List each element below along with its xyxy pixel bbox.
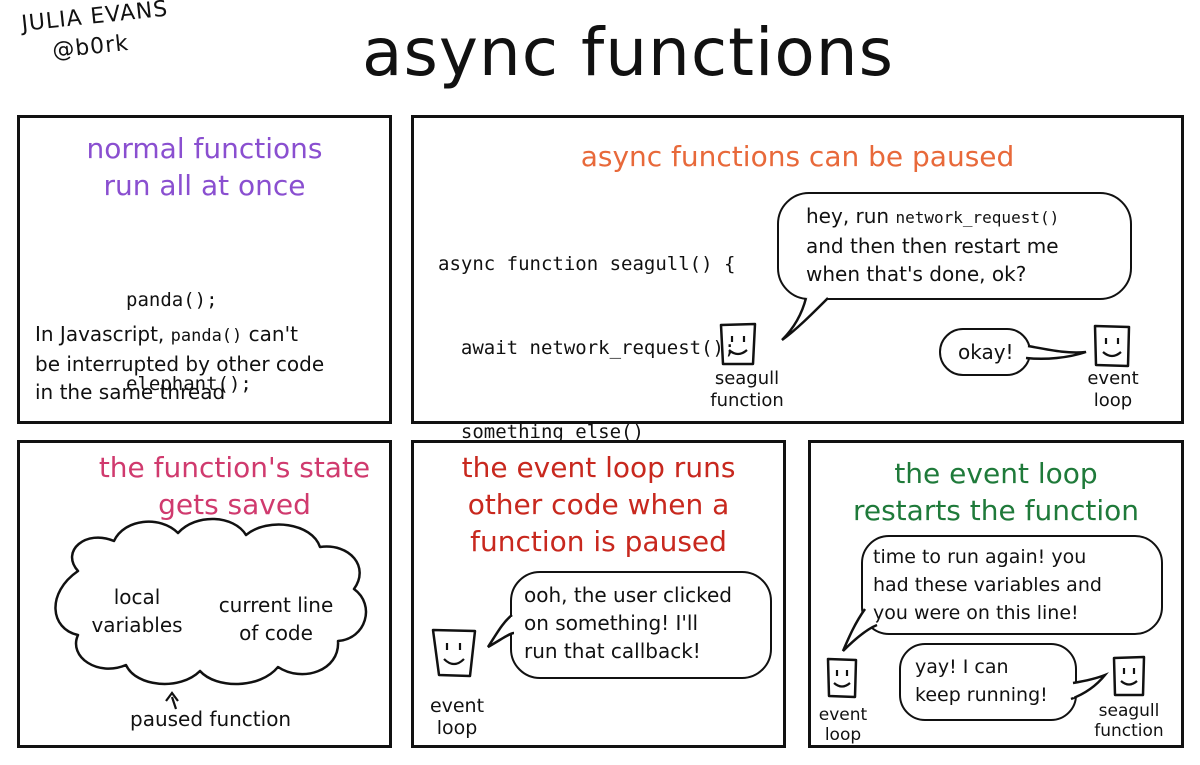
cloud-local-line-1: local (113, 585, 161, 609)
yay-line-1: yay! I can (915, 656, 1009, 678)
panel-normal-functions: normal functions run all at once panda()… (17, 115, 392, 424)
panel-state-title: the function's state gets saved (20, 449, 389, 523)
code-line-3: something_else() (438, 421, 644, 443)
speech-bubble-event-loop-text: ooh, the user clicked on something! I'll… (524, 581, 732, 665)
panel-restart-title-line-1: the event loop (894, 457, 1098, 490)
code-line-panda: panda(); (126, 289, 218, 311)
panel-normal-text-line-1: In Javascript, panda() can't (35, 320, 385, 350)
bubble-line-1: ooh, the user clicked (524, 583, 732, 607)
paused-function-caption: paused function (130, 707, 292, 731)
bubble-line-1: hey, run network_request() (806, 202, 1059, 232)
speech-bubble-time-to-run (861, 535, 1163, 635)
bubble-line-3: when that's done, ok? (806, 262, 1027, 286)
okay-text: okay! (958, 340, 1014, 364)
event-loop-face-icon (826, 657, 858, 699)
event-loop-caption: event loop (424, 695, 490, 739)
panel-normal-text-line-2: be interrupted by other code (35, 352, 325, 376)
event-loop-face-icon (431, 628, 477, 678)
panel-state-title-line-1: the function's state (98, 451, 371, 484)
seagull-caption-line-2: function (1094, 721, 1164, 741)
panel-runs-title-line-3: function is paused (470, 525, 727, 558)
speech-bubble-seagull (777, 192, 1132, 300)
code-line-2: await network_request(); (438, 337, 736, 359)
event-loop-caption: event loop (1078, 368, 1148, 412)
event-loop-caption-line-2: loop (1093, 390, 1133, 411)
speech-bubble-time-to-run-text: time to run again! you had these variabl… (873, 543, 1102, 627)
panel-event-loop-runs: the event loop runs other code when a fu… (411, 440, 786, 748)
panel-normal-text-line-3: in the same thread (35, 380, 226, 404)
panel-paused-title: async functions can be paused (580, 140, 1015, 173)
event-loop-face-icon (1093, 324, 1131, 368)
speech-bubble-seagull-text: hey, run network_request() and then then… (806, 202, 1059, 288)
speech-bubble-yay-text: yay! I can keep running! (915, 653, 1048, 709)
text-fragment: can't (242, 322, 298, 346)
speech-bubble-event-loop (510, 571, 772, 679)
bubble-line-2: had these variables and (873, 574, 1102, 596)
panel-async-paused: async functions can be paused async func… (411, 115, 1184, 527)
event-loop-caption-line-1: event (1087, 368, 1139, 389)
bubble-line-2: on something! I'll (524, 611, 699, 635)
bubble-line-1: time to run again! you (873, 546, 1087, 568)
seagull-caption-line-2: function (710, 390, 784, 411)
text-fragment: In Javascript, (35, 322, 171, 346)
event-loop-caption-line-1: event (818, 705, 868, 725)
bubble-line-2: and then then restart me (806, 234, 1059, 258)
code-line-elephant: elephant(); (126, 373, 252, 395)
cloud-current-line: current line of code (206, 591, 346, 647)
panel-normal-title-line-2: run all at once (103, 169, 306, 202)
cloud-local-variables: local variables (82, 583, 192, 639)
speech-bubble-okay (939, 328, 1031, 376)
panel-normal-text: In Javascript, panda() can't be interrup… (35, 320, 385, 406)
speech-bubble-yay (899, 643, 1077, 721)
inline-code-panda: panda() (170, 326, 243, 346)
panel-restart-title: the event loop restarts the function (811, 455, 1181, 529)
panel-normal-code: panda(); elephant(); (126, 230, 252, 454)
event-loop-caption-line-1: event (429, 695, 485, 717)
cloud-current-line-2: of code (239, 621, 313, 645)
yay-line-2: keep running! (915, 684, 1048, 706)
panel-restart-title-line-2: restarts the function (852, 494, 1140, 527)
seagull-caption-line-1: seagull (1098, 701, 1160, 721)
bubble-line-3: run that callback! (524, 639, 701, 663)
panel-normal-title-line-1: normal functions (86, 132, 323, 165)
panel-runs-title: the event loop runs other code when a fu… (414, 449, 783, 560)
inline-code-network-request: network_request() (895, 208, 1060, 227)
code-line-1: async function seagull() { (438, 253, 736, 275)
panel-runs-title-line-2: other code when a (467, 488, 730, 521)
panel-state-title-line-2: gets saved (158, 488, 311, 521)
page-title: async functions (362, 14, 894, 91)
event-loop-caption-line-2: loop (436, 717, 478, 739)
panel-normal-title: normal functions run all at once (20, 130, 389, 204)
panel-event-loop-restarts: the event loop restarts the function tim… (808, 440, 1184, 748)
seagull-caption: seagull function (702, 368, 792, 412)
text-fragment: hey, run (806, 204, 896, 228)
panel-runs-title-line-1: the event loop runs (461, 451, 736, 484)
event-loop-caption: event loop (813, 705, 873, 745)
seagull-caption: seagull function (1083, 701, 1175, 741)
author-signature: JULIA EVANS @b0rk (20, 0, 173, 70)
bubble-line-3: you were on this line! (873, 602, 1079, 624)
cloud-current-line-1: current line (218, 593, 334, 617)
cloud-local-line-2: variables (91, 613, 183, 637)
event-loop-caption-line-2: loop (824, 725, 862, 745)
seagull-caption-line-1: seagull (714, 368, 780, 389)
seagull-face-icon (1112, 655, 1146, 697)
seagull-face-icon (719, 322, 757, 366)
panel-state-saved: the function's state gets saved local va… (17, 440, 392, 748)
